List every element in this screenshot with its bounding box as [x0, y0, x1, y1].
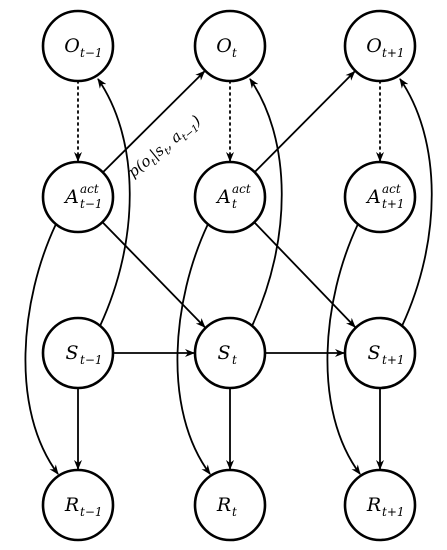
- edge-S_t-to-O_t: [249, 78, 283, 327]
- node-label-base: A: [63, 186, 79, 208]
- node-label: R: [64, 494, 79, 516]
- edge-S_t-1-to-O_t-1: [97, 78, 131, 327]
- node-label: A: [365, 186, 381, 208]
- node-label: R: [216, 494, 231, 516]
- node-circle: [41, 160, 115, 234]
- node-label-base: S: [367, 342, 380, 364]
- node-label: O: [366, 35, 382, 57]
- node-label: A: [215, 186, 231, 208]
- node-circle: [41, 316, 115, 390]
- node-label-sub: t−1: [80, 46, 103, 60]
- edge-label-layer: p(ot|st, at−1): [124, 111, 206, 183]
- edge-A_t-to-O_t+1: [254, 70, 356, 173]
- node-label: S: [65, 342, 78, 364]
- node-label-sub: t−1: [80, 353, 103, 367]
- edge-A_t-to-R_t: [176, 223, 211, 475]
- edge-label-part: t: [163, 146, 174, 158]
- node-label-base: O: [216, 35, 232, 57]
- node-label-base: S: [217, 342, 230, 364]
- node-label-sub: t−1: [80, 197, 103, 211]
- node-label: R: [366, 494, 381, 516]
- node-label-sub: t+1: [382, 353, 405, 367]
- node-label-sup: act: [382, 182, 401, 196]
- node-circle: [343, 316, 417, 390]
- node-label-sub: t+1: [382, 46, 405, 60]
- node-circle: [193, 9, 267, 83]
- node-label-sup: act: [232, 182, 251, 196]
- node-label: A: [63, 186, 79, 208]
- node-label-sub: t+1: [382, 197, 405, 211]
- edges-layer: [24, 70, 433, 475]
- node-circle: [193, 160, 267, 234]
- node-label-base: O: [64, 35, 80, 57]
- node-circle: [343, 160, 417, 234]
- node-circle: [193, 468, 267, 542]
- edge-A_t+1-to-R_t+1: [326, 223, 361, 475]
- edge-A_t-1-to-R_t-1: [24, 223, 59, 475]
- node-label: O: [64, 35, 80, 57]
- node-circle: [193, 316, 267, 390]
- edge-A_t-to-S_t+1: [253, 221, 356, 328]
- node-label-base: R: [64, 494, 79, 516]
- edge-A_t-1-to-O_t: [102, 70, 206, 173]
- node-label-base: A: [215, 186, 231, 208]
- node-label-sub: t: [232, 46, 237, 60]
- node-label-sub: t+1: [382, 505, 405, 519]
- node-circle: [343, 9, 417, 83]
- node-label-base: R: [216, 494, 231, 516]
- edge-label-text: p(ot|st, at−1): [124, 111, 206, 183]
- node-label-sup: act: [80, 182, 99, 196]
- node-circle: [343, 468, 417, 542]
- node-label: O: [216, 35, 232, 57]
- node-label: S: [367, 342, 380, 364]
- edge-label-part: t: [150, 156, 161, 168]
- edge-A_t-1-to-S_t: [101, 221, 206, 328]
- edge-S_t+1-to-O_t+1: [399, 78, 433, 327]
- node-label-base: O: [366, 35, 382, 57]
- node-label: S: [217, 342, 230, 364]
- node-label-sub: t: [232, 505, 237, 519]
- node-label-sub: t: [232, 197, 237, 211]
- node-label-base: A: [365, 186, 381, 208]
- node-circle: [41, 9, 115, 83]
- node-label-sub: t−1: [80, 505, 103, 519]
- edge-label-observation-model: p(ot|st, at−1): [124, 111, 206, 183]
- node-label-base: S: [65, 342, 78, 364]
- node-label-sub: t: [232, 353, 237, 367]
- node-label-base: R: [366, 494, 381, 516]
- node-circle: [41, 468, 115, 542]
